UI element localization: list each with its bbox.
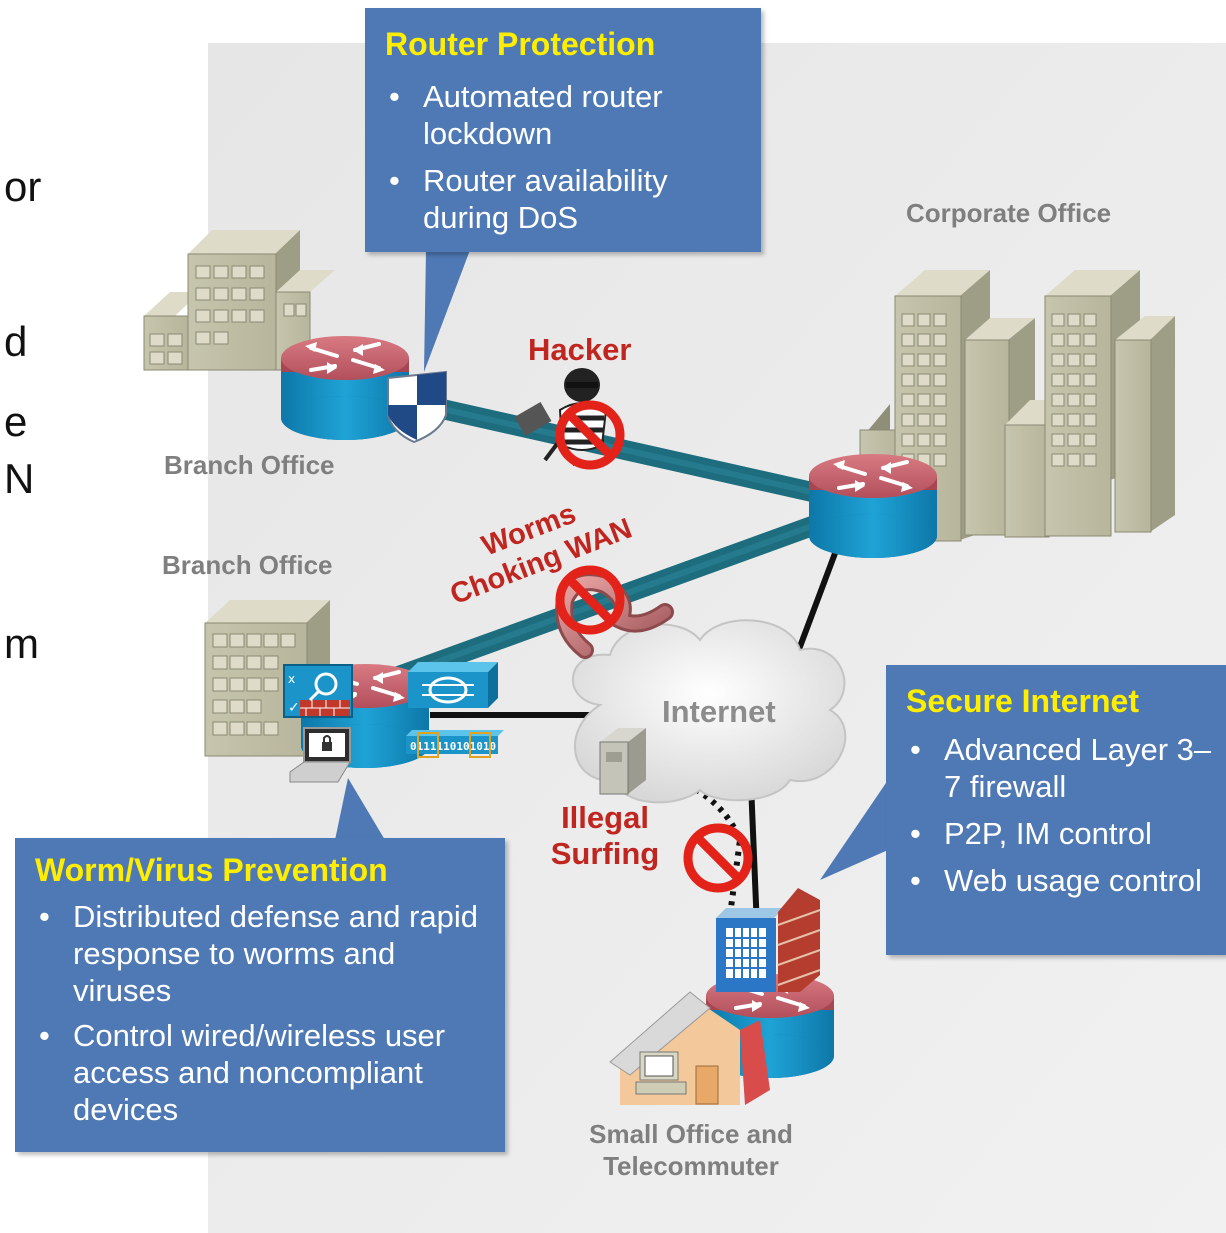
switch-icon — [408, 662, 498, 708]
site-label-branch: Branch Office — [162, 550, 333, 580]
threat-label-illegal-surfing: Illegal Surfing — [538, 800, 672, 872]
callout-title: Router Protection — [385, 26, 656, 62]
site-label-branch: Branch Office — [164, 450, 335, 480]
site-label-line: Small Office and — [589, 1119, 793, 1149]
callout-list: Distributed defense and rapid response t… — [15, 898, 485, 1128]
corporate-building-icon — [859, 270, 1175, 542]
branch-building-icon — [143, 230, 335, 371]
callout-item: Web usage control — [886, 862, 1216, 899]
router-icon — [807, 452, 939, 560]
left-text-fragment: N — [4, 455, 35, 502]
left-text-fragment: m — [4, 620, 39, 667]
callout-pointer — [424, 250, 470, 372]
callout-pointer — [335, 778, 385, 840]
threat-label-line: Illegal — [561, 800, 649, 835]
svg-text:x: x — [288, 672, 295, 686]
laptop-icon — [289, 727, 351, 783]
callout-item: Distributed defense and rapid response t… — [15, 898, 485, 1009]
left-text-fragment: d — [4, 318, 28, 365]
callout-item: Automated router lockdown — [365, 78, 761, 152]
site-label-corporate: Corporate Office — [906, 198, 1112, 228]
security-monitor-icon: x ✓ — [283, 664, 353, 718]
threat-label-hacker: Hacker — [528, 332, 632, 367]
left-text-fragment: e — [4, 398, 28, 445]
callout-list: Advanced Layer 3–7 firewall P2P, IM cont… — [886, 731, 1216, 899]
svg-text:0111110101010: 0111110101010 — [410, 740, 496, 753]
callout-title: Worm/Virus Prevention — [35, 852, 388, 888]
left-text-fragment: or — [4, 163, 42, 210]
callout-router-protection: Router Protection Automated router lockd… — [365, 8, 761, 252]
pc-icon — [635, 1051, 687, 1095]
callout-pointer — [820, 780, 888, 880]
hacker-icon — [514, 368, 608, 467]
callout-item: Router availability during DoS — [365, 162, 761, 236]
svg-text:✓: ✓ — [288, 700, 300, 716]
server-icon — [599, 728, 646, 795]
callout-item: Control wired/wireless user access and n… — [15, 1017, 485, 1128]
callout-secure-internet: Secure Internet Advanced Layer 3–7 firew… — [886, 665, 1226, 955]
callout-worm-virus-prevention: Worm/Virus Prevention Distributed defens… — [15, 838, 505, 1152]
callout-title: Secure Internet — [906, 683, 1139, 719]
firewall-icon — [716, 888, 821, 992]
threat-label-line: Surfing — [550, 836, 660, 871]
callout-list: Automated router lockdown Router availab… — [365, 78, 761, 236]
site-label-line: Telecommuter — [603, 1151, 779, 1181]
callout-item: P2P, IM control — [886, 815, 1216, 852]
shield-icon — [387, 370, 447, 444]
callout-item: Advanced Layer 3–7 firewall — [886, 731, 1216, 805]
site-label-small-office: Small Office and Telecommuter — [560, 1118, 822, 1182]
ips-sensor-icon: 0111110101010 — [406, 730, 504, 758]
cloud-label: Internet — [662, 694, 776, 729]
